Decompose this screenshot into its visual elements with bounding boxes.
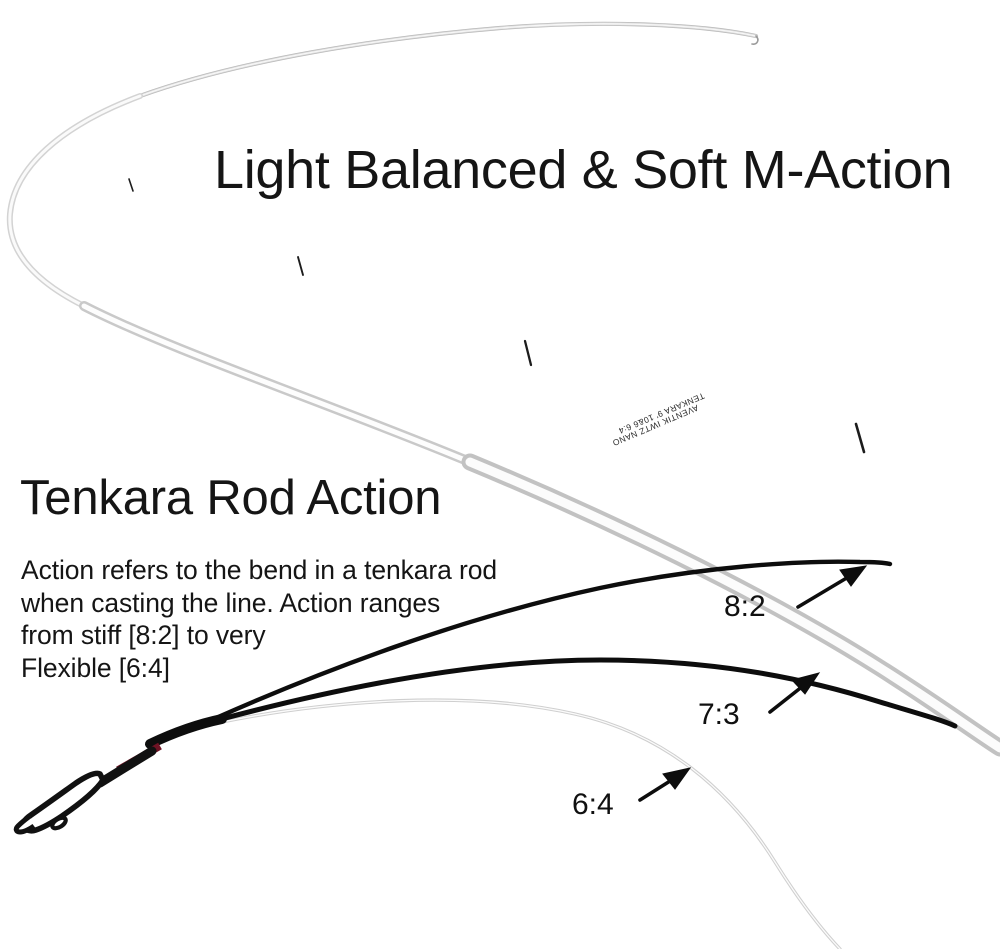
curve-common-base — [145, 714, 227, 749]
rod-mid-highlight — [81, 303, 473, 465]
ferrule-band-1 — [128, 178, 134, 192]
curve-7-3 — [215, 657, 958, 729]
rod-loop-highlight — [8, 94, 142, 308]
bent-rod-photo — [6, 21, 1000, 757]
arrow-6-4 — [638, 767, 692, 802]
rod-lower-blank — [95, 746, 157, 788]
rod-butt-highlight — [465, 457, 1000, 753]
grip-end-hole — [50, 815, 68, 831]
curve-6-4-inner — [221, 699, 841, 949]
section-title: Tenkara Rod Action — [20, 471, 442, 525]
rod-handle — [13, 770, 106, 835]
section-body-text: Action refers to the bend in a tenkara r… — [21, 555, 498, 683]
curve-8-2 — [213, 559, 893, 721]
ferrule-band-2 — [297, 256, 304, 276]
ferrule-band-3 — [523, 339, 533, 367]
rod-tip-highlight — [139, 23, 757, 97]
headline-title: Light Balanced & Soft M-Action — [214, 140, 953, 200]
grip-butt-cap — [13, 814, 36, 835]
action-diagram — [13, 559, 958, 949]
ferrule-band-4 — [854, 422, 866, 454]
rod-ferrule-bands — [128, 178, 866, 454]
arrow-7-3 — [768, 672, 821, 714]
callout-arrows — [638, 565, 868, 802]
action-label-7-3: 7:3 — [698, 698, 740, 731]
action-label-8-2: 8:2 — [724, 590, 766, 623]
action-label-6-4: 6:4 — [572, 788, 614, 821]
arrow-8-2 — [796, 565, 868, 609]
curve-6-4 — [220, 698, 842, 949]
rod-tip-hook — [751, 35, 759, 45]
